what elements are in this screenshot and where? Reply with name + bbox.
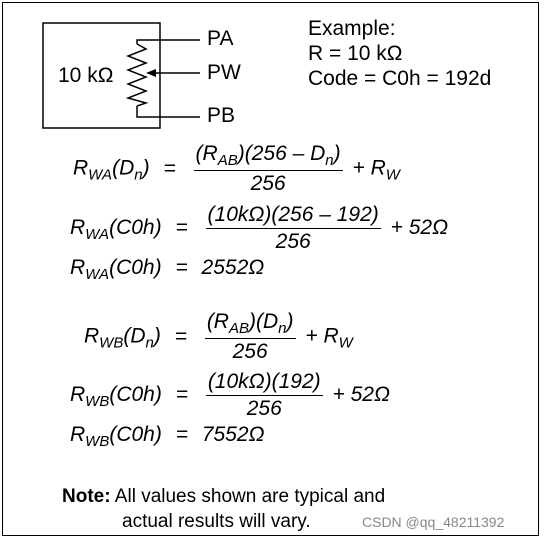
fraction: (RAB)(Dn) 256 bbox=[204, 310, 296, 363]
pa-lead bbox=[136, 39, 200, 44]
equation-rwa-result: RWA(C0h) = 2552Ω bbox=[70, 256, 265, 283]
note-label: Note: bbox=[62, 486, 111, 507]
note-line1: All values shown are typical and bbox=[114, 486, 386, 507]
example-code: Code = C0h = 192d bbox=[308, 67, 492, 90]
example-resistance: R = 10 kΩ bbox=[308, 42, 403, 65]
fraction: (RAB)(256 – Dn) 256 bbox=[193, 142, 343, 195]
equation-rwa-general: RWA(Dn) = (RAB)(256 – Dn) 256 + RW bbox=[73, 142, 400, 195]
example-block: Example: R = 10 kΩ Code = C0h = 192d bbox=[308, 16, 491, 91]
figure-frame bbox=[2, 2, 539, 536]
equation-rwb-general: RWB(Dn) = (RAB)(Dn) 256 + RW bbox=[84, 310, 353, 363]
pin-pb-label: PB bbox=[207, 104, 236, 127]
equation-rwa-example: RWA(C0h) = (10kΩ)(256 – 192) 256 + 52Ω bbox=[70, 203, 449, 253]
example-title: Example: bbox=[308, 17, 396, 40]
note-block: Note: All values shown are typical and a… bbox=[62, 484, 385, 534]
pin-pa-label: PA bbox=[207, 27, 234, 50]
fraction: (10kΩ)(192) 256 bbox=[205, 370, 323, 420]
equation-rwb-example: RWB(C0h) = (10kΩ)(192) 256 + 52Ω bbox=[70, 370, 390, 420]
wiper-arrow-icon bbox=[146, 69, 156, 77]
watermark: CSDN @qq_48211392 bbox=[362, 514, 505, 530]
resistor-zigzag bbox=[125, 43, 149, 107]
equation-rwb-result: RWB(C0h) = 7552Ω bbox=[70, 423, 265, 450]
schematic-box bbox=[42, 22, 161, 129]
resistor-value-label: 10 kΩ bbox=[58, 64, 114, 87]
fraction: (10kΩ)(256 – 192) 256 bbox=[205, 203, 381, 253]
pin-pw-label: PW bbox=[207, 61, 241, 84]
note-line2: actual results will vary. bbox=[122, 511, 311, 532]
pb-lead bbox=[136, 106, 200, 118]
